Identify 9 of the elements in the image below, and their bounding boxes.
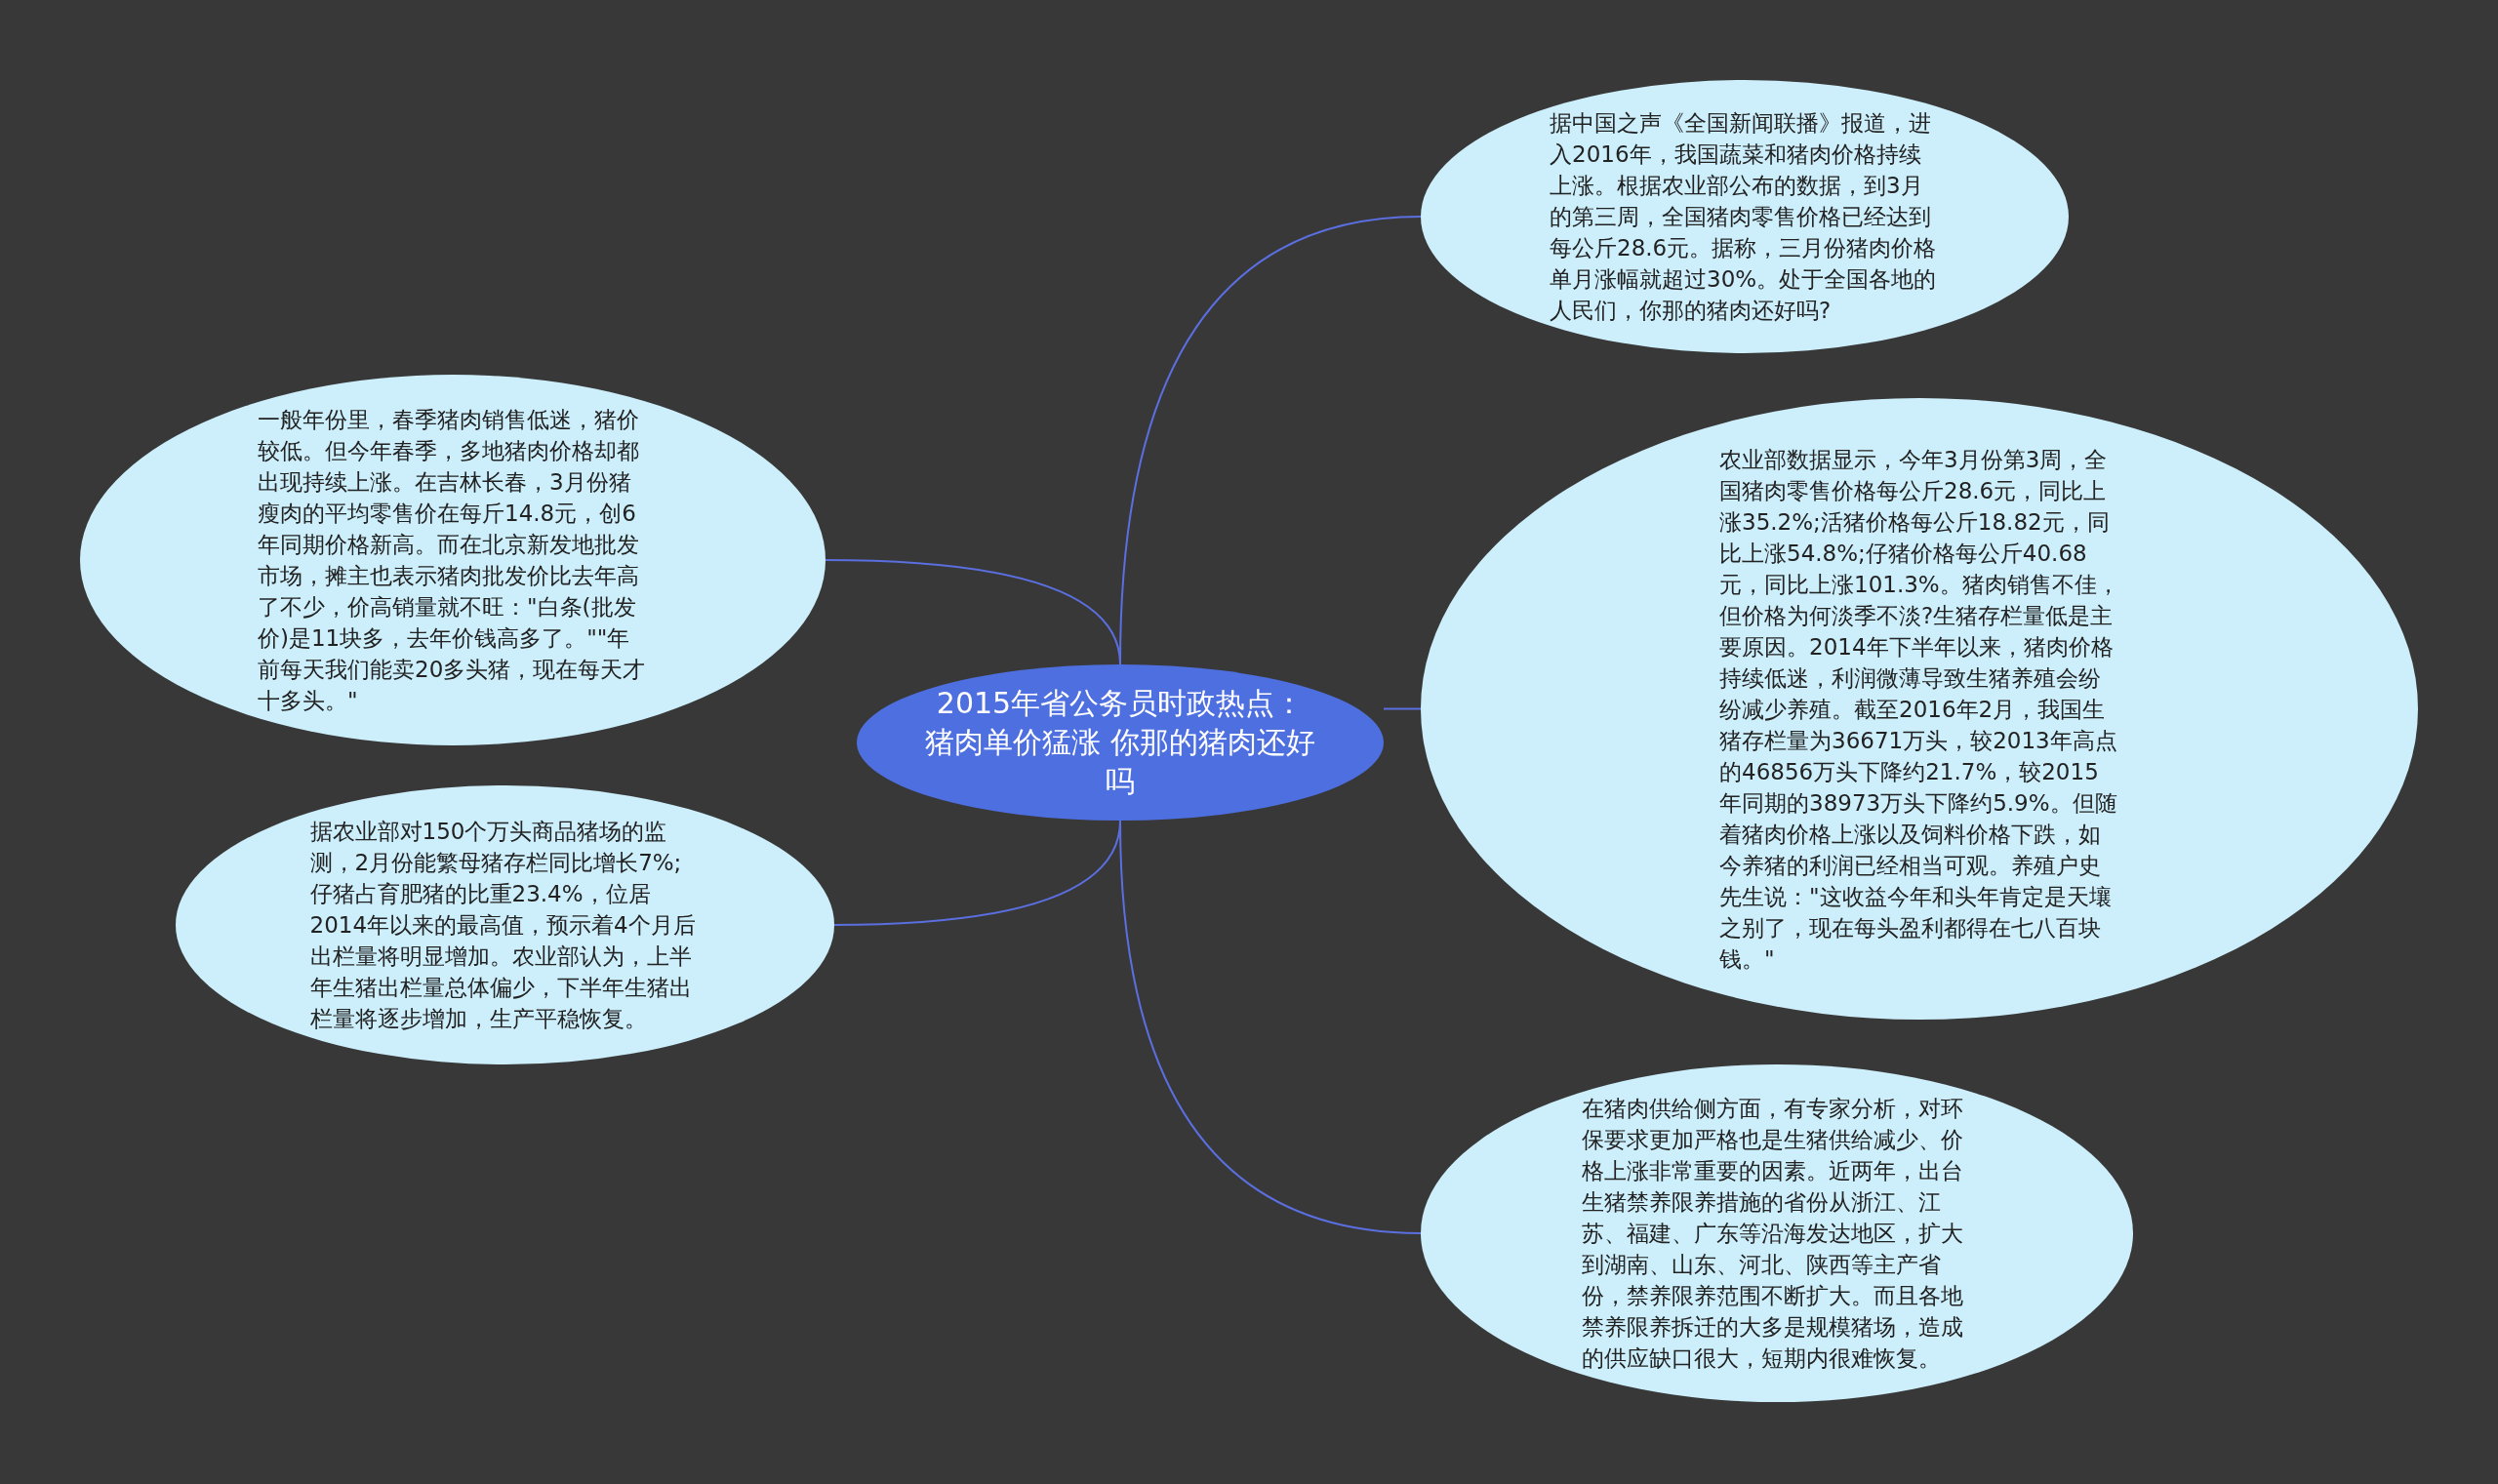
note-text: 农业部数据显示，今年3月份第3周，全国猪肉零售价格每公斤28.6元，同比上涨35.2%;活猪价格每公斤18.82元，同比上涨54.8%;仔猪价格每公斤40.68元，同比上涨101.3%。猪肉销售不佳，但价格为何淡季不淡?生猪存栏量低是主要原因。2014年下半年以来，猪肉价格持续低迷，利润微薄导致生猪养殖会纷纷减少养殖。截至2016年2月，我国生猪存栏量为36671万头，较2013年高点的46856万头下降约21.7%，较2015年同期的38973万头下降约5.9%。但随着猪肉价格上涨以及饲料价格下跌，如今养猪的利润已经相当可观。养殖户史先生说："这收益今年和头年肯定是天壤之别了，现在每头盈利都得在七八百块钱。" [1719, 445, 2119, 974]
connector-line [1119, 820, 1422, 1234]
connector-line [1383, 707, 1422, 710]
connector-line [825, 559, 1121, 665]
note-text: 据中国之声《全国新闻联播》报道，进入2016年，我国蔬菜和猪肉价格持续上涨。根据农业部公布的数据，到3月的第三周，全国猪肉零售价格已经达到每公斤28.6元。据称，三月份猪肉价格单月涨幅就超过30%。处于全国各地的人民们，你那的猪肉还好吗? [1550, 109, 1938, 325]
note-text: 在猪肉供给侧方面，有专家分析，对环保要求更加严格也是生猪供给减少、价格上涨非常重要的因素。近两年，出台生猪禁养限养措施的省份从浙江、江苏、福建、广东等沿海发达地区，扩大到湖南、山东、河北、陕西等主产省份，禁养限养范围不断扩大。而且各地禁养限养拆迁的大多是规模猪场，造成的供应缺口很大，短期内很难恢复。 [1582, 1095, 1964, 1373]
note-text: 据农业部对150个万头商品猪场的监测，2月份能繁母猪存栏同比增长7%;仔猪占育肥猪的比重23.4%，位居2014年以来的最高值，预示着4个月后出栏量将明显增加。农业部认为，上半年生猪出栏量总体偏少，下半年生猪出栏量将逐步增加，生产平稳恢复。 [309, 818, 697, 1033]
topic-text: 2015年省公务员时政热点：猪肉单价猛涨 你那的猪肉还好吗 [925, 685, 1315, 800]
note-text: 一般年份里，春季猪肉销售低迷，猪价较低。但今年春季，多地猪肉价格却都出现持续上涨。在吉林长春，3月份猪瘦肉的平均零售价在每斤14.8元，创6年同期价格新高。而在北京新发地批发市场，摊主也表示猪肉批发价比去年高了不少，价高销量就不旺："白条(批发价)是11块多，去年价钱高多了。""年前每天我们能卖20多头猪，现在每天才十多头。" [258, 406, 647, 715]
